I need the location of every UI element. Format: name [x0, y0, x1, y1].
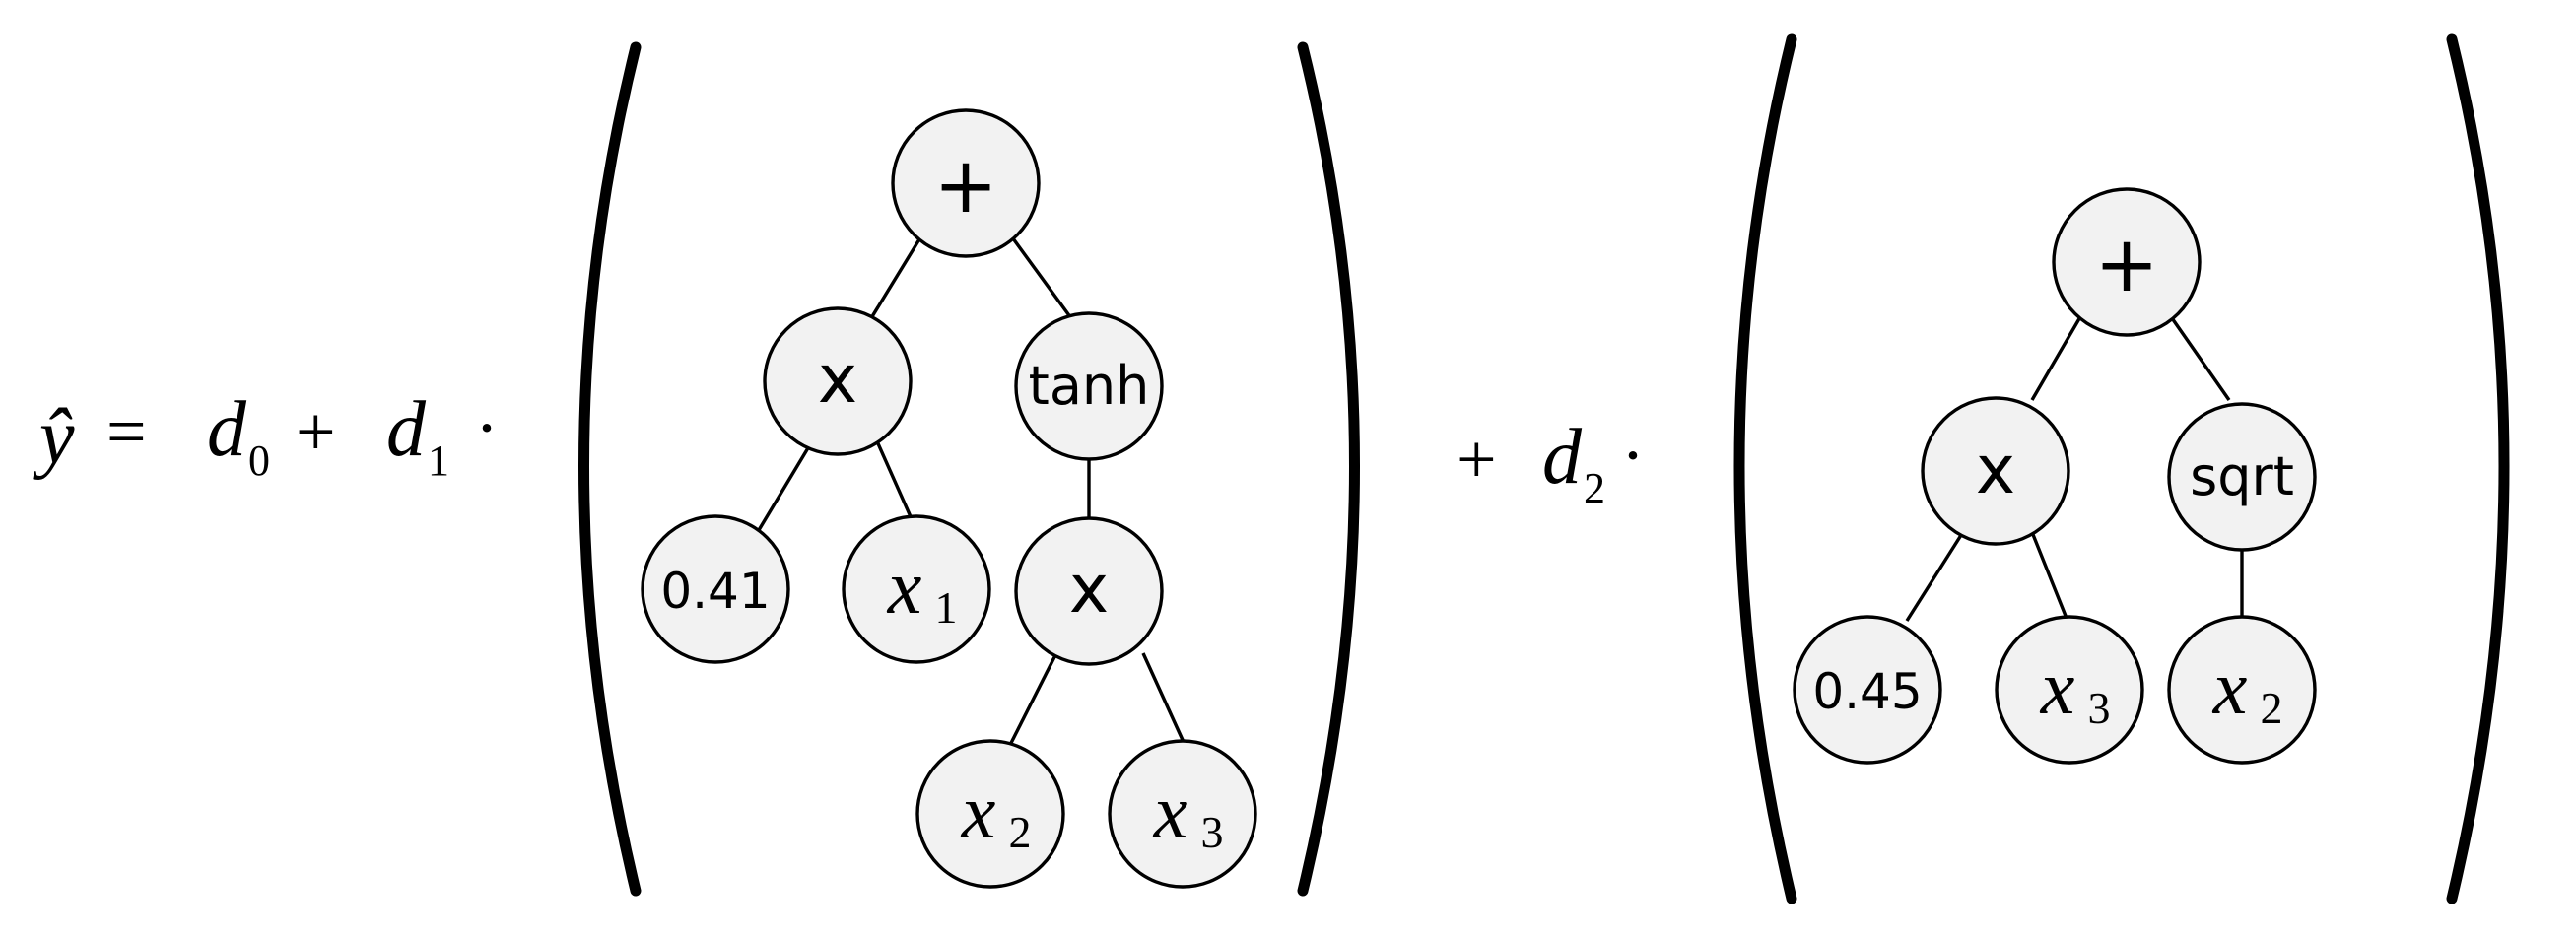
tree2-edges — [1905, 314, 2244, 622]
tree2-x3-node: x 3 — [1995, 615, 2144, 765]
constant-value: 0.41 — [660, 563, 770, 620]
tree1-x3-node: x 3 — [1108, 739, 1257, 889]
sqrt-function: sqrt — [2190, 445, 2294, 507]
plus-operator: + — [2094, 221, 2158, 309]
d0-symbol: d — [207, 386, 247, 473]
multiply-dot-2: · — [1621, 416, 1645, 495]
plus-sign-1: + — [296, 392, 336, 471]
variable-x: x — [2040, 644, 2075, 730]
variable-subscript: 1 — [935, 582, 958, 633]
multiply-dot-1: · — [475, 388, 499, 467]
variable-subscript: 3 — [1201, 807, 1224, 857]
variable-x: x — [1153, 769, 1188, 854]
formula-prefix: ŷ = d 0 + d 1 · — [33, 386, 499, 485]
variable-x: x — [2212, 644, 2248, 730]
d0-subscript: 0 — [248, 436, 270, 485]
left-parenthesis-2 — [1733, 34, 1797, 904]
d2-subscript: 2 — [1584, 464, 1605, 512]
d1-symbol: d — [386, 386, 427, 473]
multiply-operator: x — [1069, 551, 1109, 629]
left-parenthesis-1 — [578, 41, 642, 897]
variable-subscript: 2 — [2261, 683, 2283, 733]
tree1-root-node: + — [891, 108, 1041, 258]
tree2-multiply-node: x — [1921, 396, 2070, 546]
tree2-root-node: + — [2052, 187, 2202, 337]
tree1-x1-node: x 1 — [842, 514, 991, 664]
d2-symbol: d — [1542, 414, 1583, 501]
tree1-edges — [757, 233, 1189, 752]
tree1-multiply2-node: x — [1014, 516, 1164, 666]
variable-subscript: 2 — [1009, 807, 1032, 857]
plus-sign-2: + — [1457, 420, 1497, 499]
tree1-x2-node: x 2 — [915, 739, 1065, 889]
tree1-tanh-node: tanh — [1014, 311, 1164, 461]
constant-value: 0.45 — [1812, 663, 1922, 720]
tanh-function: tanh — [1029, 355, 1150, 417]
tree1-multiply-node: x — [763, 306, 913, 456]
tree2-sqrt-node: sqrt — [2167, 402, 2317, 552]
variable-x: x — [961, 769, 996, 854]
right-parenthesis-1 — [1297, 41, 1360, 897]
tree2-const-node: 0.45 — [1793, 615, 1942, 765]
equals-sign: = — [106, 392, 147, 471]
right-parenthesis-2 — [2446, 34, 2510, 904]
d1-subscript: 1 — [428, 436, 449, 485]
formula-middle: + d 2 · — [1457, 414, 1645, 512]
variable-subscript: 3 — [2088, 683, 2111, 733]
variable-x: x — [887, 544, 922, 630]
plus-operator: + — [933, 142, 997, 231]
y-hat: ŷ — [33, 394, 75, 481]
tree1-const-node: 0.41 — [641, 514, 790, 664]
tree2-x2-node: x 2 — [2167, 615, 2317, 765]
multiply-operator: x — [1976, 432, 2015, 509]
multiply-operator: x — [818, 341, 857, 419]
